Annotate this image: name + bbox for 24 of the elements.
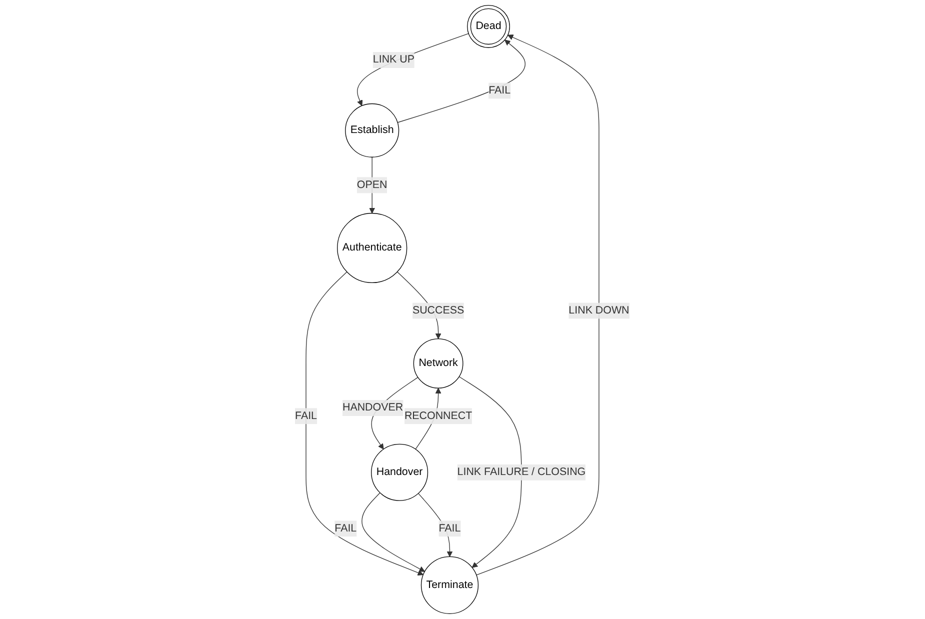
arrow [418, 493, 454, 557]
edge-label: OPEN [357, 179, 388, 191]
arrow [357, 33, 470, 106]
arrow [398, 40, 526, 123]
node-circle: Establish [345, 103, 400, 158]
edge-label: FAIL [488, 84, 511, 96]
arrow [362, 492, 426, 572]
edge-label: LINK UP [373, 54, 415, 66]
edge-label: LINK DOWN [569, 304, 630, 316]
node-circle: Terminate [421, 556, 479, 614]
node-circle: Dead [467, 5, 510, 48]
edge-label: LINK FAILURE / CLOSING [458, 466, 586, 478]
arrow [459, 376, 522, 568]
edge-label: HANDOVER [342, 402, 404, 414]
edge-label: RECONNECT [404, 410, 473, 422]
edge-label: FAIL [295, 410, 318, 422]
edge-label: FAIL [335, 522, 357, 534]
edge-label: SUCCESS [412, 304, 464, 316]
arrow [306, 272, 424, 576]
node-circle: Authenticate [337, 212, 408, 284]
node-circle: Handover [371, 444, 428, 501]
edge-label: FAIL [439, 522, 462, 534]
node-circle: Network [414, 338, 464, 388]
arrow [476, 34, 600, 576]
